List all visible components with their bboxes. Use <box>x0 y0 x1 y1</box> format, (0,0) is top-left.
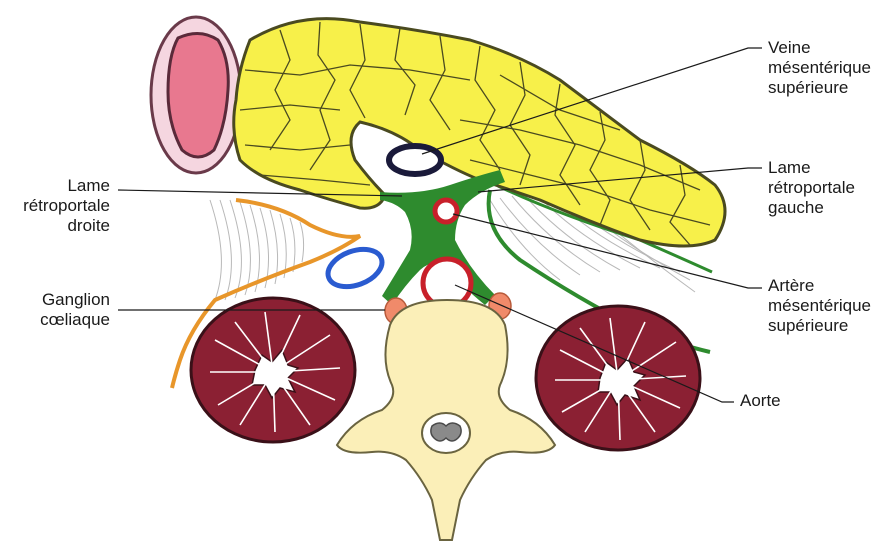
superior-mesenteric-artery <box>435 200 457 222</box>
label-line: Artère <box>768 276 871 296</box>
label-line: Lame <box>768 158 855 178</box>
label-veine-mesenterique-superieure: Veine mésentérique supérieure <box>768 38 871 98</box>
label-line: mésentérique <box>768 58 871 78</box>
label-lame-retroportale-gauche: Lame rétroportale gauche <box>768 158 855 218</box>
label-line: supérieure <box>768 78 871 98</box>
label-line: rétroportale <box>0 196 110 216</box>
label-lame-retroportale-droite: Lame rétroportale droite <box>0 176 110 236</box>
label-line: Aorte <box>740 391 781 411</box>
label-line: cœliaque <box>0 310 110 330</box>
label-line: rétroportale <box>768 178 855 198</box>
spinal-cord <box>431 423 461 441</box>
label-ganglion-coeliaque: Ganglion cœliaque <box>0 290 110 330</box>
duodenum-lumen <box>168 33 228 157</box>
label-line: gauche <box>768 198 855 218</box>
label-line: droite <box>0 216 110 236</box>
label-line: supérieure <box>768 316 871 336</box>
label-artere-mesenterique-superieure: Artère mésentérique supérieure <box>768 276 871 336</box>
label-line: Lame <box>0 176 110 196</box>
label-line: Ganglion <box>0 290 110 310</box>
label-aorte: Aorte <box>740 391 781 411</box>
label-line: Veine <box>768 38 871 58</box>
label-line: mésentérique <box>768 296 871 316</box>
